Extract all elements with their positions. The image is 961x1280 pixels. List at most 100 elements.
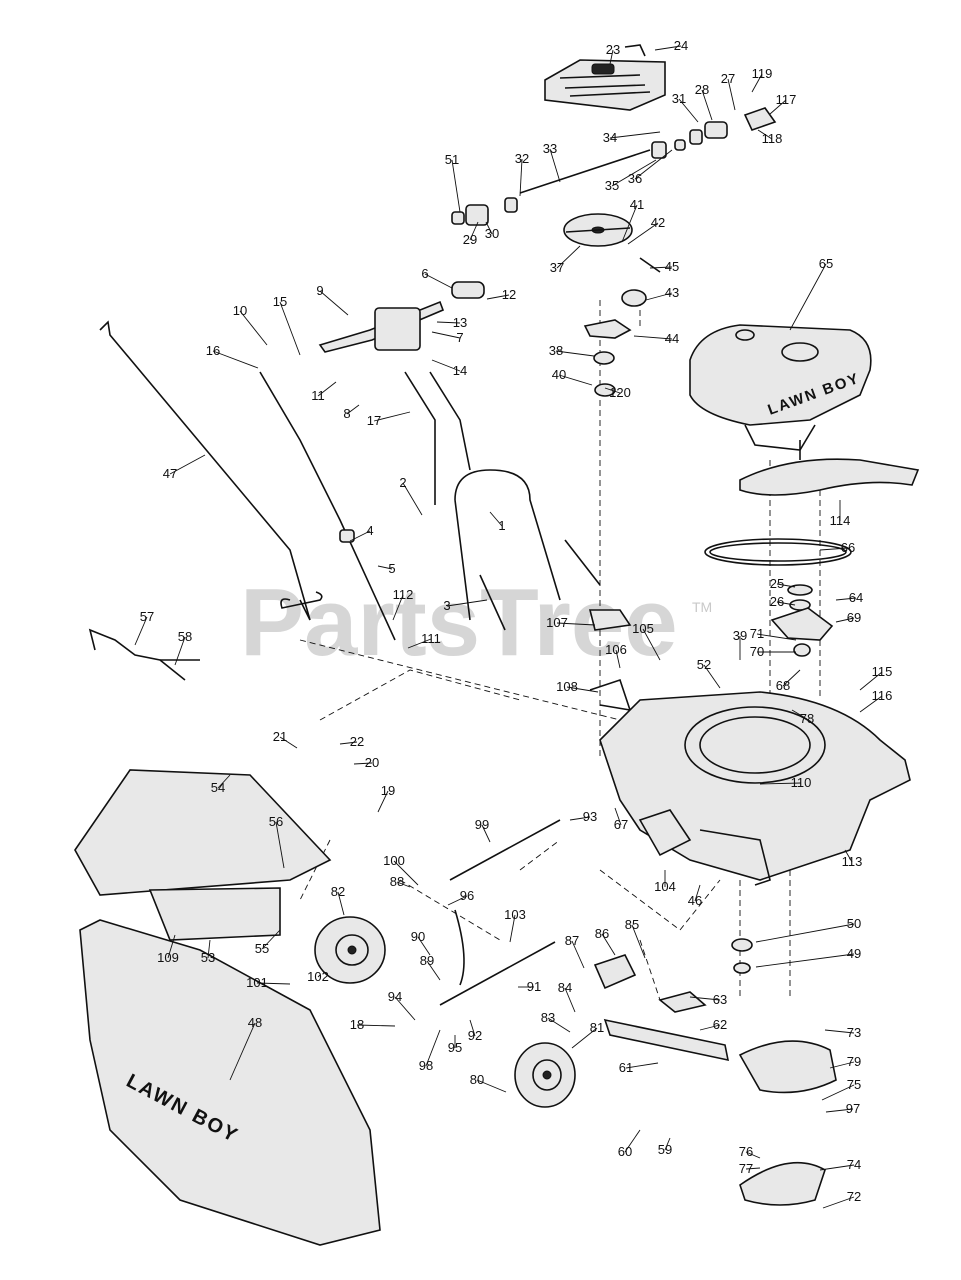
- callout-leader-13: [436, 321, 461, 324]
- callout-label-15: 15: [273, 294, 287, 309]
- callout-leader-120: [604, 387, 621, 394]
- callout-leader-105: [642, 628, 661, 661]
- callout-label-16: 16: [206, 343, 220, 358]
- callout-label-107: 107: [546, 615, 568, 630]
- callout-leader-4: [349, 530, 371, 542]
- callout-label-101: 101: [246, 975, 268, 990]
- handle-part: [99, 281, 632, 712]
- callout-leader-41: [621, 204, 638, 243]
- callout-leader-54: [217, 774, 231, 789]
- grass-bag-part: LAWN BOY: [74, 769, 381, 1246]
- callout-label-119: 119: [752, 66, 773, 81]
- callout-leader-99: [481, 824, 491, 843]
- callout-leader-77: [745, 1167, 761, 1170]
- callout-leader-78: [791, 709, 808, 720]
- callout-label-30: 30: [485, 226, 499, 241]
- callout-leader-75: [821, 1084, 855, 1101]
- callout-leader-89: [426, 960, 441, 981]
- callout-leader-97: [825, 1108, 854, 1113]
- callout-leader-23: [609, 49, 614, 65]
- callout-label-78: 78: [800, 711, 814, 726]
- callout-leader-15: [279, 301, 301, 356]
- callout-label-6: 6: [421, 266, 428, 281]
- callout-label-1: 1: [498, 518, 505, 533]
- callout-label-108: 108: [556, 679, 578, 694]
- callout-label-35: 35: [605, 178, 619, 193]
- callout-label-29: 29: [463, 232, 477, 247]
- callout-label-45: 45: [665, 259, 679, 274]
- callout-label-84: 84: [558, 980, 572, 995]
- callout-leader-17: [373, 411, 411, 422]
- callout-leader-61: [625, 1062, 659, 1069]
- callout-leader-34: [609, 131, 661, 139]
- callout-label-26: 26: [770, 594, 784, 609]
- callout-label-44: 44: [665, 331, 679, 346]
- callout-leader-118: [757, 129, 773, 140]
- callout-label-14: 14: [453, 363, 467, 378]
- callout-leader-28: [701, 89, 713, 121]
- callout-label-52: 52: [697, 657, 711, 672]
- callout-label-41: 41: [630, 197, 644, 212]
- callout-leader-42: [627, 222, 659, 245]
- callout-label-25: 25: [770, 576, 784, 591]
- callout-leader-26: [776, 601, 796, 606]
- callout-label-38: 38: [549, 343, 563, 358]
- callout-leader-32: [519, 158, 523, 197]
- callout-label-62: 62: [713, 1017, 727, 1032]
- callout-label-39: 39: [733, 628, 747, 643]
- callout-leader-33: [549, 148, 561, 183]
- callout-leader-79: [829, 1061, 855, 1069]
- callout-label-76: 76: [739, 1144, 753, 1159]
- callout-label-81: 81: [590, 1020, 604, 1035]
- callout-label-96: 96: [460, 888, 474, 903]
- callout-leader-53: [207, 939, 211, 959]
- callout-leader-7: [431, 331, 461, 339]
- callout-label-5: 5: [388, 561, 395, 576]
- callout-label-99: 99: [475, 817, 489, 832]
- callout-label-109: 109: [157, 950, 179, 965]
- callout-leader-101: [256, 982, 291, 985]
- callout-leader-71: [756, 633, 797, 641]
- callout-leader-85: [631, 924, 646, 959]
- callout-leader-3: [446, 599, 488, 607]
- callout-leader-81: [571, 1027, 598, 1049]
- callout-leader-102: [317, 974, 321, 978]
- callout-leader-112: [392, 594, 404, 621]
- callout-leader-49: [755, 953, 855, 968]
- callout-label-102: 102: [307, 969, 329, 984]
- callout-label-72: 72: [847, 1189, 861, 1204]
- callout-leader-14: [431, 359, 461, 372]
- callout-leader-36: [634, 149, 673, 180]
- callout-leader-116: [859, 695, 883, 713]
- pulley-assembly-part: [563, 213, 661, 397]
- callout-leader-83: [547, 1017, 571, 1033]
- callout-leader-11: [317, 381, 337, 397]
- callout-leader-93: [569, 816, 591, 821]
- callout-label-49: 49: [847, 946, 861, 961]
- callout-leader-37: [556, 245, 581, 269]
- callout-leader-66: [819, 547, 849, 551]
- callout-label-115: 115: [872, 664, 893, 679]
- callout-leader-87: [571, 940, 585, 969]
- callout-label-91: 91: [527, 979, 541, 994]
- callout-leader-98: [425, 1029, 441, 1067]
- callout-label-54: 54: [211, 780, 225, 795]
- callout-leader-55: [261, 929, 281, 950]
- callout-label-32: 32: [515, 151, 529, 166]
- callout-label-13: 13: [453, 315, 467, 330]
- callout-label-97: 97: [846, 1101, 860, 1116]
- callout-label-27: 27: [721, 71, 735, 86]
- callout-label-94: 94: [388, 989, 402, 1004]
- callout-label-21: 21: [273, 729, 287, 744]
- callout-leader-2: [402, 482, 423, 516]
- callout-label-28: 28: [695, 82, 709, 97]
- callout-leader-24: [654, 45, 682, 51]
- callout-leader-43: [645, 292, 673, 301]
- callout-leader-103: [509, 914, 516, 943]
- callout-label-65: 65: [819, 256, 833, 271]
- callout-label-90: 90: [411, 929, 425, 944]
- callout-leader-35: [611, 159, 657, 187]
- callout-leader-40: [558, 374, 593, 386]
- callout-leader-46: [694, 884, 701, 902]
- callout-label-47: 47: [163, 466, 177, 481]
